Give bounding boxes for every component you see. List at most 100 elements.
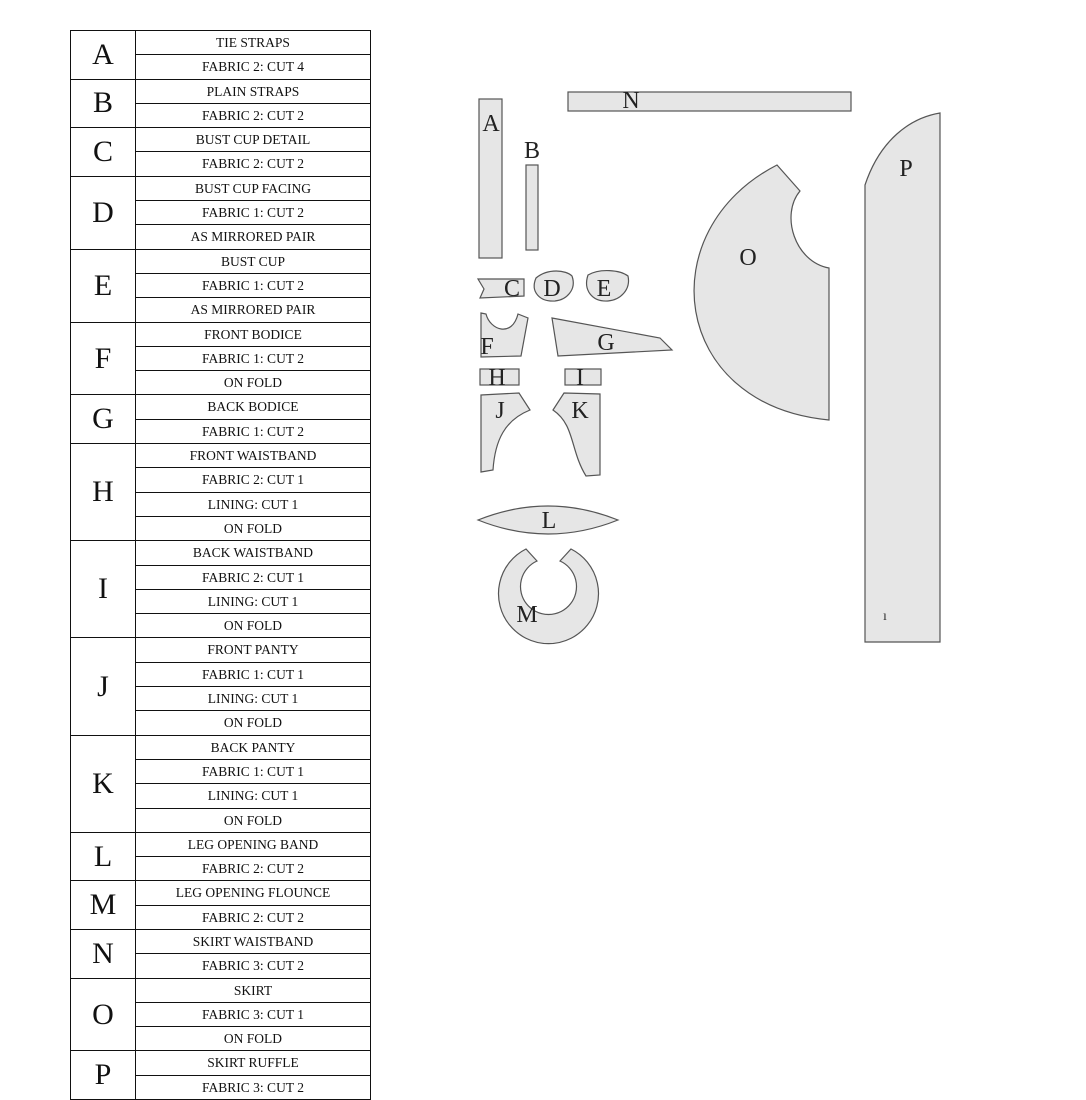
piece-label-j: J xyxy=(495,398,504,424)
cut-instruction: FABRIC 1: CUT 2 xyxy=(136,272,370,297)
piece-name: BACK PANTY xyxy=(210,739,296,755)
cut-instruction: ON FOLD xyxy=(136,710,370,734)
piece-instructions: PLAIN STRAPS FABRIC 2: CUT 2 xyxy=(135,78,371,129)
piece-d-bust-cup-facing xyxy=(533,270,574,302)
piece-name: LEG OPENING BAND xyxy=(187,836,319,852)
legend-row: A TIE STRAPS FABRIC 2: CUT 4 xyxy=(70,30,371,80)
piece-l-leg-opening-band xyxy=(476,505,620,535)
piece-instructions: TIE STRAPS FABRIC 2: CUT 4 xyxy=(135,30,371,80)
piece-instructions: SKIRT WAISTBAND FABRIC 3: CUT 2 xyxy=(135,928,371,979)
piece-letter: J xyxy=(70,637,136,736)
piece-label-a: A xyxy=(482,111,500,137)
piece-f-front-bodice xyxy=(480,312,529,358)
cut-instruction: FABRIC 2: CUT 2 xyxy=(136,856,370,880)
piece-instructions: LEG OPENING FLOUNCE FABRIC 2: CUT 2 xyxy=(135,880,371,930)
piece-instructions: BACK BODICE FABRIC 1: CUT 2 xyxy=(135,394,371,445)
piece-name: SKIRT WAISTBAND xyxy=(192,933,314,949)
cut-instruction: FABRIC 2: CUT 4 xyxy=(136,54,370,78)
piece-label-l: L xyxy=(542,508,557,534)
cut-instruction: FABRIC 3: CUT 1 xyxy=(136,1001,370,1026)
piece-label-c: C xyxy=(504,276,520,302)
cut-instruction: FABRIC 2: CUT 2 xyxy=(136,904,370,929)
piece-letter: K xyxy=(70,734,136,833)
piece-letter: G xyxy=(70,394,136,445)
cut-instruction: FABRIC 3: CUT 2 xyxy=(136,953,370,977)
cut-instruction: LINING: CUT 1 xyxy=(136,783,370,807)
piece-label-e: E xyxy=(597,276,612,302)
piece-c-bust-cup-detail xyxy=(476,278,525,299)
legend-row: M LEG OPENING FLOUNCE FABRIC 2: CUT 2 xyxy=(70,880,371,930)
piece-label-b: B xyxy=(524,138,540,164)
piece-label-d: D xyxy=(543,276,560,302)
piece-label-i: I xyxy=(576,365,584,391)
piece-name: TIE STRAPS xyxy=(216,35,290,50)
piece-name: FRONT BODICE xyxy=(204,326,302,342)
piece-instructions: LEG OPENING BAND FABRIC 2: CUT 2 xyxy=(135,831,371,882)
cut-instruction: FABRIC 1: CUT 2 xyxy=(136,345,370,370)
cut-instruction: FABRIC 1: CUT 1 xyxy=(136,758,370,783)
cut-instruction: ON FOLD xyxy=(136,370,370,394)
piece-name: SKIRT xyxy=(233,982,273,998)
cut-instruction: FABRIC 2: CUT 1 xyxy=(136,467,370,491)
piece-name: SKIRT RUFFLE xyxy=(207,1055,299,1071)
cut-instruction: FABRIC 1: CUT 2 xyxy=(136,418,370,443)
piece-h-front-waistband xyxy=(479,368,520,386)
piece-name: PLAIN STRAPS xyxy=(206,83,300,99)
piece-p-mark: ı xyxy=(883,609,887,624)
piece-letter: A xyxy=(70,30,136,80)
piece-label-f: F xyxy=(480,334,493,360)
piece-label-n: N xyxy=(622,88,639,114)
cut-instruction: AS MIRRORED PAIR xyxy=(136,224,370,248)
cut-instruction: LINING: CUT 1 xyxy=(136,686,370,710)
piece-b-plain-strap xyxy=(525,164,539,251)
piece-o-skirt xyxy=(693,164,830,421)
piece-letter: O xyxy=(70,977,136,1052)
legend-row: G BACK BODICE FABRIC 1: CUT 2 xyxy=(70,394,371,445)
cut-instruction: FABRIC 1: CUT 1 xyxy=(136,661,370,686)
cut-instruction: AS MIRRORED PAIR xyxy=(136,297,370,321)
piece-name: LEG OPENING FLOUNCE xyxy=(175,885,331,901)
piece-n-skirt-waistband xyxy=(567,91,852,112)
cut-instruction: LINING: CUT 1 xyxy=(136,588,370,613)
piece-label-p: P xyxy=(899,156,912,182)
piece-letter: M xyxy=(70,880,136,930)
piece-label-o: O xyxy=(739,245,756,271)
piece-m-leg-opening-flounce xyxy=(497,548,600,645)
cut-instruction: FABRIC 2: CUT 2 xyxy=(136,102,370,127)
cut-instruction: ON FOLD xyxy=(136,515,370,540)
piece-letter: N xyxy=(70,928,136,979)
piece-g-back-bodice xyxy=(551,317,674,357)
piece-name: BACK BODICE xyxy=(207,399,299,415)
piece-letter: D xyxy=(70,175,136,250)
cut-instruction: ON FOLD xyxy=(136,1026,370,1050)
piece-j-front-panty xyxy=(480,392,531,473)
cut-instruction: ON FOLD xyxy=(136,613,370,637)
piece-label-h: H xyxy=(488,365,505,391)
piece-letter: E xyxy=(70,248,136,323)
piece-a-tie-strap xyxy=(478,98,503,259)
cut-instruction: FABRIC 2: CUT 2 xyxy=(136,151,370,175)
legend-row: N SKIRT WAISTBAND FABRIC 3: CUT 2 xyxy=(70,928,371,979)
piece-label-m: M xyxy=(516,602,537,628)
cut-instruction: ON FOLD xyxy=(136,807,370,832)
piece-label-g: G xyxy=(597,330,614,356)
cut-instruction: LINING: CUT 1 xyxy=(136,491,370,516)
piece-k-back-panty xyxy=(552,392,601,477)
piece-name: BUST CUP xyxy=(221,253,285,269)
